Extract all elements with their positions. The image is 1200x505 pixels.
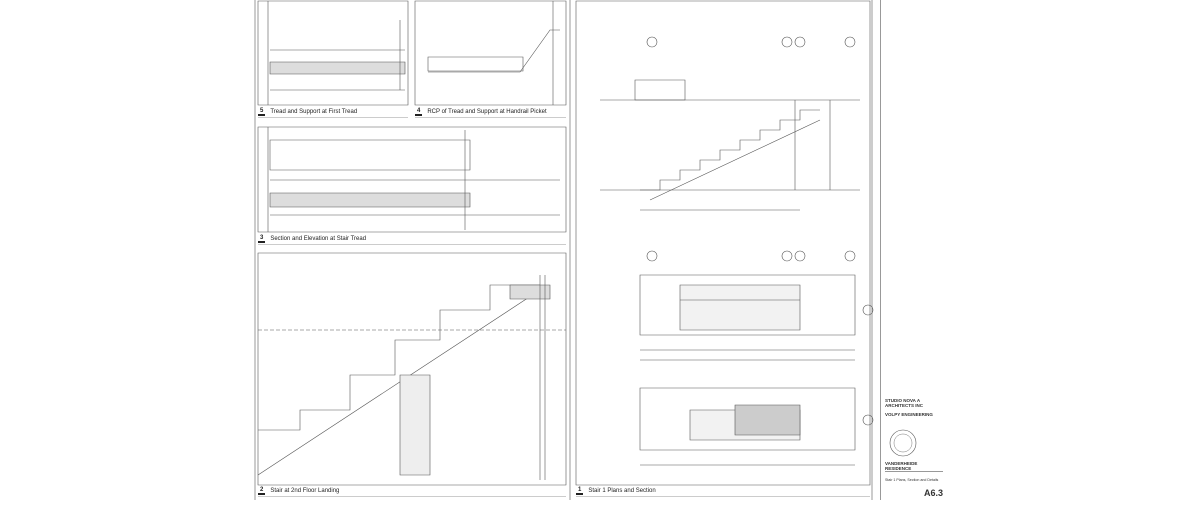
detail-5-caption: 5 Tread and Support at First Tread [258,108,408,118]
detail-number: 1 [576,487,584,495]
project-name: VANDERHEIDE RESIDENCE [885,461,943,472]
engineer-seal [887,428,927,458]
detail-number: 5 [258,108,266,116]
sheet-title: Stair 1 Plans, Section and Details [885,478,939,482]
detail-1-plan-2nd [640,251,873,360]
detail-number: 3 [258,235,266,243]
detail-title: Stair 1 Plans and Section [588,488,656,494]
detail-title: Tread and Support at First Tread [270,109,358,115]
detail-title: Section and Elevation at Stair Tread [270,236,367,242]
detail-title: Stair at 2nd Floor Landing [270,488,340,494]
detail-title: RCP of Tread and Support at Handrail Pic… [427,109,547,115]
detail-number: 4 [415,108,423,116]
detail-3-caption: 3 Section and Elevation at Stair Tread [258,235,566,245]
detail-2-drawing [258,253,566,485]
engineer-name: VOLPY ENGINEERING [885,412,933,417]
detail-1-section [576,1,870,485]
sheet-number: A6.3 [923,488,943,498]
title-block: STUDIO NOVA A ARCHITECTS INC VOLPY ENGIN… [880,0,945,500]
detail-1-plan-1st [640,388,873,465]
detail-5-drawing [258,1,408,105]
detail-2-caption: 2 Stair at 2nd Floor Landing [258,487,566,497]
detail-3-drawing [258,127,566,232]
detail-1-caption: 1 Stair 1 Plans and Section [576,487,870,497]
detail-4-drawing [415,1,566,105]
detail-4-caption: 4 RCP of Tread and Support at Handrail P… [415,108,566,118]
detail-number: 2 [258,487,266,495]
architect-name: STUDIO NOVA A ARCHITECTS INC [885,398,923,408]
